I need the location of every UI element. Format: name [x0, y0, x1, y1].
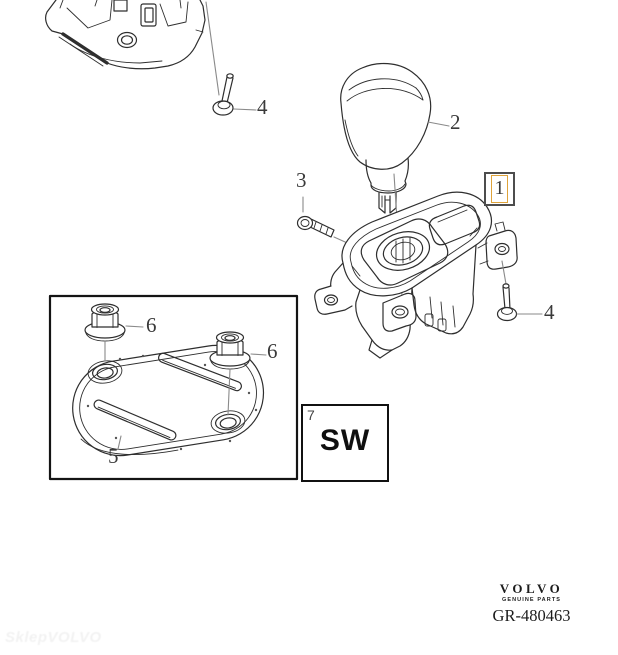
callout-3: 3: [296, 168, 307, 192]
watermark: SklepVOLVO: [5, 629, 102, 646]
callout-7: 7: [307, 407, 315, 423]
callout-2: 2: [450, 110, 461, 134]
callout-1-highlight: [491, 175, 508, 203]
callout-6-left: 6: [146, 313, 157, 337]
screw-4-right: [496, 260, 543, 322]
partial-assembly-drawing: [45, 0, 206, 70]
callout-1: 1: [494, 177, 505, 199]
plate-and-nuts-box: [48, 294, 299, 481]
callout-1-box: 1: [484, 172, 515, 206]
sw-code-label: SW: [319, 424, 371, 457]
branding-block: VOLVO GENUINE PARTS GR-480463: [459, 581, 604, 625]
shifter-module-drawing: [314, 191, 518, 359]
callout-6-right: 6: [267, 339, 278, 363]
callout-4-top: 4: [257, 95, 268, 119]
sw-variant-box: 7 SW: [301, 404, 389, 482]
volvo-logo: VOLVO: [499, 581, 564, 596]
flange-nut-drawing: [84, 303, 126, 342]
screw-4-top: [205, 1, 257, 116]
callout-5: 5: [108, 444, 119, 468]
callout-4-right: 4: [544, 300, 555, 324]
gear-knob-drawing: [340, 62, 450, 297]
drawing-number: GR-480463: [492, 605, 571, 625]
genuine-parts-label: GENUINE PARTS: [501, 597, 562, 604]
